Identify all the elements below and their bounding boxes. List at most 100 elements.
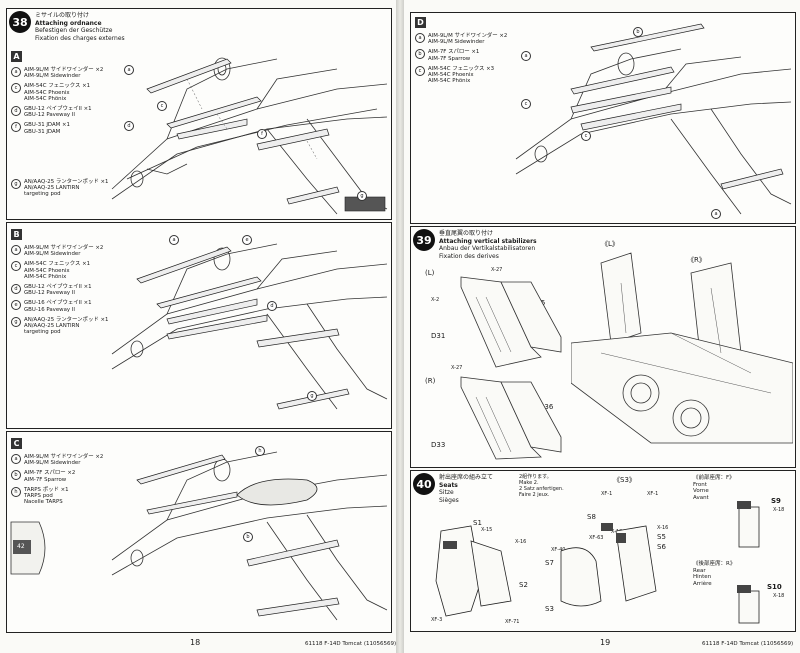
- mark-g: g: [11, 178, 21, 189]
- mark-b: b: [415, 49, 425, 60]
- part-s5: S5: [657, 533, 666, 541]
- item-line: GBU-16 Paveway II: [24, 306, 75, 313]
- item-line: AIM-7F スパロー ×2: [24, 470, 76, 477]
- title-de: Sitze: [439, 489, 454, 496]
- pod-code: 42: [17, 543, 25, 550]
- part-x16: X-16: [515, 539, 527, 545]
- step-39-badge: 39: [413, 229, 435, 251]
- s3-header: 《S3》: [613, 476, 636, 484]
- mark-a: a: [415, 33, 425, 43]
- callout-b: b: [243, 532, 253, 542]
- mark-e: e: [11, 300, 21, 311]
- item-line: AIM-9L/M Sidewinder: [24, 73, 81, 80]
- callout-c: c: [581, 131, 591, 141]
- callout-h: h: [255, 446, 265, 456]
- item-line: AIM-54C フェニックス ×3: [428, 65, 495, 72]
- left-page: 38 ミサイルの取り付け Attaching ordnance Befestig…: [0, 0, 396, 653]
- note-line: Faire 2 jeux.: [519, 492, 550, 498]
- item-line: GBU-12 ペイブウェイII ×1: [24, 284, 92, 291]
- note-line: 2組作ります。: [519, 474, 552, 480]
- part-xf63: XF-63: [589, 535, 604, 541]
- item-line: AIM-9L/M サイドワインダー ×2: [24, 245, 104, 251]
- part-x16b: X-16: [657, 525, 669, 531]
- seat-assembly-drawing: [435, 523, 657, 617]
- callout-b: b: [633, 27, 643, 37]
- step-40-badge: 40: [413, 473, 435, 495]
- callout-e: e: [242, 235, 252, 245]
- title-en: Seats: [439, 481, 458, 489]
- item-line: AIM-9L/M サイドワインダー ×2: [428, 33, 508, 39]
- label-right-fin: 《R》: [687, 256, 706, 264]
- aircraft-drawing-d: [515, 23, 792, 215]
- panel-39: 39 垂直尾翼の取り付け Attaching vertical stabiliz…: [410, 226, 796, 468]
- item-line: AN/AAQ-25 ランターンポッド ×1: [24, 316, 109, 323]
- item-line: AIM-7F スパロー ×1: [428, 49, 480, 56]
- title-fr: Fixation des charges externes: [35, 34, 125, 42]
- mark-b: b: [11, 470, 21, 481]
- tarps-pod-detail: [10, 521, 46, 575]
- item-line: targeting pod: [24, 329, 61, 336]
- part-x2: X-2: [431, 297, 440, 303]
- page-number-left: 18: [190, 638, 201, 647]
- mark-c: c: [415, 65, 425, 76]
- callout-f: f: [257, 129, 267, 139]
- rear-seat-label: 《後部座席：R》 Rear Hinten Arrière: [693, 561, 735, 587]
- item-line: AIM-54C Phönix: [24, 273, 67, 280]
- item-line: AIM-54C Phönix: [24, 95, 67, 102]
- label-l-detail: (L): [425, 269, 435, 277]
- item-line: AIM-54C Phönix: [428, 78, 471, 85]
- item-line: AN/AAQ-25 LANTIRN: [24, 185, 80, 192]
- part-s1: S1: [473, 519, 482, 527]
- step-number: 38: [12, 15, 28, 29]
- label-line: Front: [693, 481, 707, 488]
- item-line: AIM-9L/M Sidewinder: [24, 460, 81, 467]
- mark-d: d: [11, 106, 21, 117]
- aircraft-drawing-c: [111, 451, 388, 621]
- mark-a: a: [11, 245, 21, 255]
- aircraft-drawing-a: [111, 57, 388, 215]
- mark-h: h: [11, 486, 21, 497]
- item-line: AIM-9L/M サイドワインダー ×2: [24, 67, 104, 73]
- item-line: GBU-31 JDAM: [24, 128, 61, 135]
- item-line: AIM-9L/M サイドワインダー ×2: [24, 454, 104, 460]
- mark-a: a: [11, 67, 21, 77]
- part-xf1b: XF-1: [647, 491, 659, 497]
- part-d36: D36: [539, 403, 554, 411]
- label-line: Hinten: [693, 574, 712, 580]
- callout-a: a: [124, 65, 134, 75]
- footer-left: 61118 F-14D Tomcat (11056569): [305, 641, 397, 647]
- item-line: AIM-54C Phoenix: [24, 267, 70, 274]
- title-jp: 垂直尾翼の取り付け: [439, 230, 494, 237]
- part-xf3: XF-3: [431, 617, 443, 623]
- mark-c: c: [11, 83, 21, 94]
- part-s8: S8: [587, 513, 596, 521]
- item-line: AIM-54C フェニックス ×1: [24, 83, 91, 90]
- callout-d: d: [267, 301, 277, 311]
- part-s6: S6: [657, 543, 666, 551]
- part-s3: S3: [545, 605, 554, 613]
- make-two-note: 2組作ります。 Make 2. 2 Satz anfertigen. Faire…: [519, 474, 564, 498]
- item-line: TARPS pod: [24, 493, 53, 500]
- note-line: 2 Satz anfertigen.: [519, 486, 564, 492]
- item-line: AIM-7F Sparrow: [428, 55, 471, 62]
- seat-headrest-detail: [737, 501, 760, 624]
- item-line: GBU-12 Paveway II: [24, 112, 75, 119]
- panel-38-a: 38 ミサイルの取り付け Attaching ordnance Befestig…: [6, 8, 392, 220]
- item-line: Nacelle TARPS: [24, 499, 63, 506]
- part-xf71: XF-71: [505, 619, 520, 625]
- item-line: AIM-9L/M Sidewinder: [428, 39, 485, 46]
- item-line: AIM-54C Phoenix: [24, 89, 70, 96]
- part-s7: S7: [545, 559, 554, 567]
- title-fr: Fixation des derives: [439, 252, 499, 260]
